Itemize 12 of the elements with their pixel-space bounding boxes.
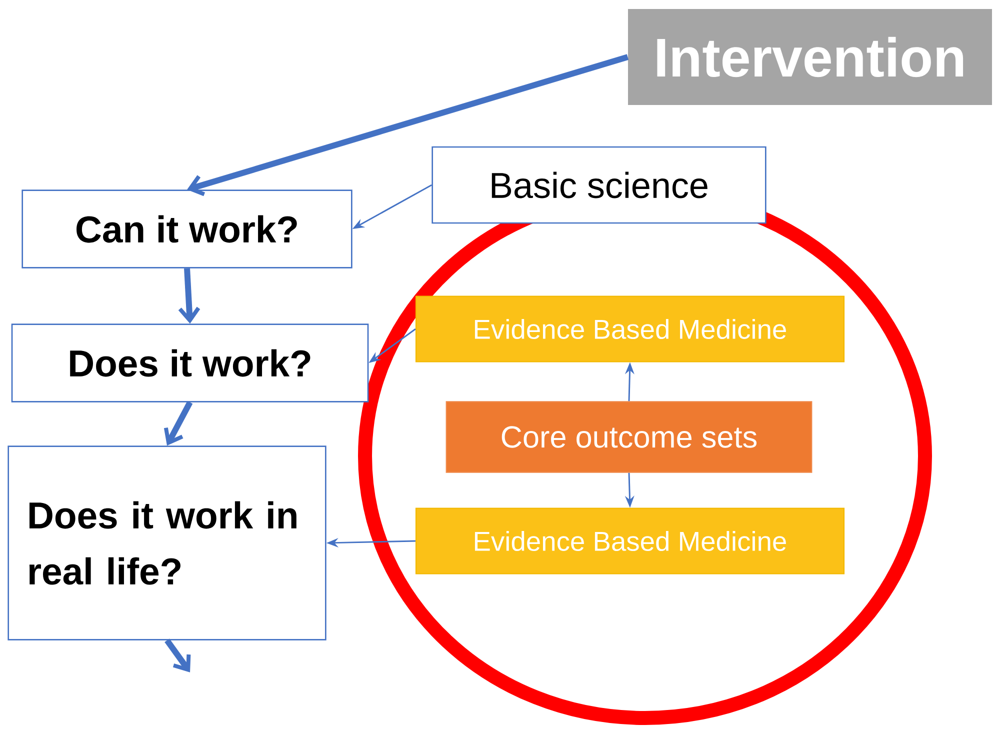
arrow (164, 400, 193, 446)
arrow (164, 638, 191, 672)
process-box: Core outcome sets (446, 401, 812, 473)
process-box: Basic science (432, 146, 766, 224)
arrow (187, 54, 629, 196)
question-box: Can it work? (22, 190, 352, 268)
question-box: Does it work in real life? (8, 446, 326, 640)
title-box: Intervention (628, 9, 992, 105)
arrow (178, 268, 200, 324)
process-box: Evidence Based Medicine (415, 296, 845, 362)
process-box: Evidence Based Medicine (415, 508, 845, 574)
question-box: Does it work? (11, 324, 369, 402)
